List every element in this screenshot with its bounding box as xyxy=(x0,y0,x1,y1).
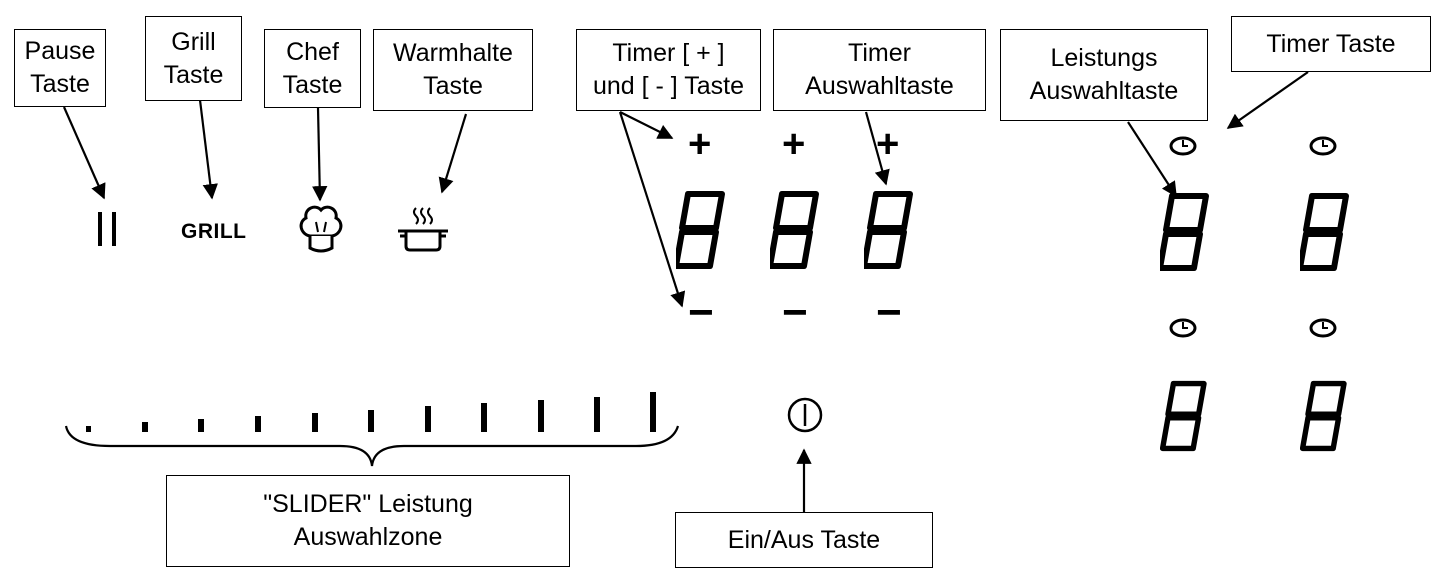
power-slider[interactable] xyxy=(80,390,670,438)
slider-step-0 xyxy=(86,426,91,432)
arrow-timer-key xyxy=(1226,71,1309,129)
warming-pot-icon[interactable] xyxy=(396,204,450,254)
slider-step-1 xyxy=(142,422,148,432)
clock-icon[interactable] xyxy=(1168,136,1198,156)
label-power-select: Leistungs Auswahltaste xyxy=(1000,29,1208,121)
label-grill-key: Grill Taste xyxy=(145,16,242,101)
slider-step-6 xyxy=(425,406,431,432)
arrow-chef xyxy=(312,107,328,202)
slider-step-9 xyxy=(594,397,600,432)
timer-plus-2[interactable]: + xyxy=(782,122,806,166)
clock-icon[interactable] xyxy=(1168,318,1198,338)
label-slider-zone: "SLIDER" Leistung Auswahlzone xyxy=(166,475,570,567)
slider-step-2 xyxy=(198,419,204,432)
zone-digit-front-right xyxy=(1300,193,1349,271)
timer-minus-3[interactable]: − xyxy=(876,288,903,337)
label-timer-key: Timer Taste xyxy=(1231,16,1431,72)
zone-digit-rear-right xyxy=(1300,380,1347,452)
pause-icon[interactable] xyxy=(96,210,120,250)
slider-step-4 xyxy=(312,413,318,432)
label-onoff-key: Ein/Aus Taste xyxy=(675,512,933,568)
slider-step-10 xyxy=(650,392,656,432)
clock-icon[interactable] xyxy=(1308,318,1338,338)
slider-step-5 xyxy=(368,410,374,432)
chef-hat-icon[interactable] xyxy=(296,200,346,256)
timer-plus-3[interactable]: + xyxy=(876,122,900,166)
label-pause-key: Pause Taste xyxy=(14,29,106,107)
arrow-grill xyxy=(198,99,218,200)
slider-brace xyxy=(64,425,680,467)
clock-icon[interactable] xyxy=(1308,136,1338,156)
label-warm-key: Warmhalte Taste xyxy=(373,29,533,111)
arrow-pause xyxy=(62,106,106,200)
timer-digit-2 xyxy=(770,191,819,269)
timer-digit-3 xyxy=(864,191,913,269)
arrow-timer-plus xyxy=(619,111,674,139)
zone-digit-rear-left xyxy=(1160,380,1207,452)
label-timer-select: Timer Auswahltaste xyxy=(773,29,986,111)
arrow-timer-select xyxy=(864,111,890,186)
slider-step-8 xyxy=(538,400,544,432)
timer-minus-1[interactable]: − xyxy=(688,288,715,337)
arrow-power-select xyxy=(1127,121,1177,198)
slider-step-3 xyxy=(255,416,261,432)
label-chef-key: Chef Taste xyxy=(264,29,361,108)
label-timer-plus-minus: Timer [ + ] und [ - ] Taste xyxy=(576,29,761,111)
timer-digit-1 xyxy=(676,191,725,269)
grill-key[interactable]: GRILL xyxy=(181,220,247,243)
power-icon[interactable] xyxy=(786,396,824,434)
timer-minus-2[interactable]: − xyxy=(782,288,809,337)
slider-step-7 xyxy=(481,403,487,432)
arrow-timer-minus xyxy=(618,111,686,308)
zone-digit-front-left xyxy=(1160,193,1209,271)
timer-plus-1[interactable]: + xyxy=(688,122,712,166)
arrow-warm xyxy=(438,113,468,194)
